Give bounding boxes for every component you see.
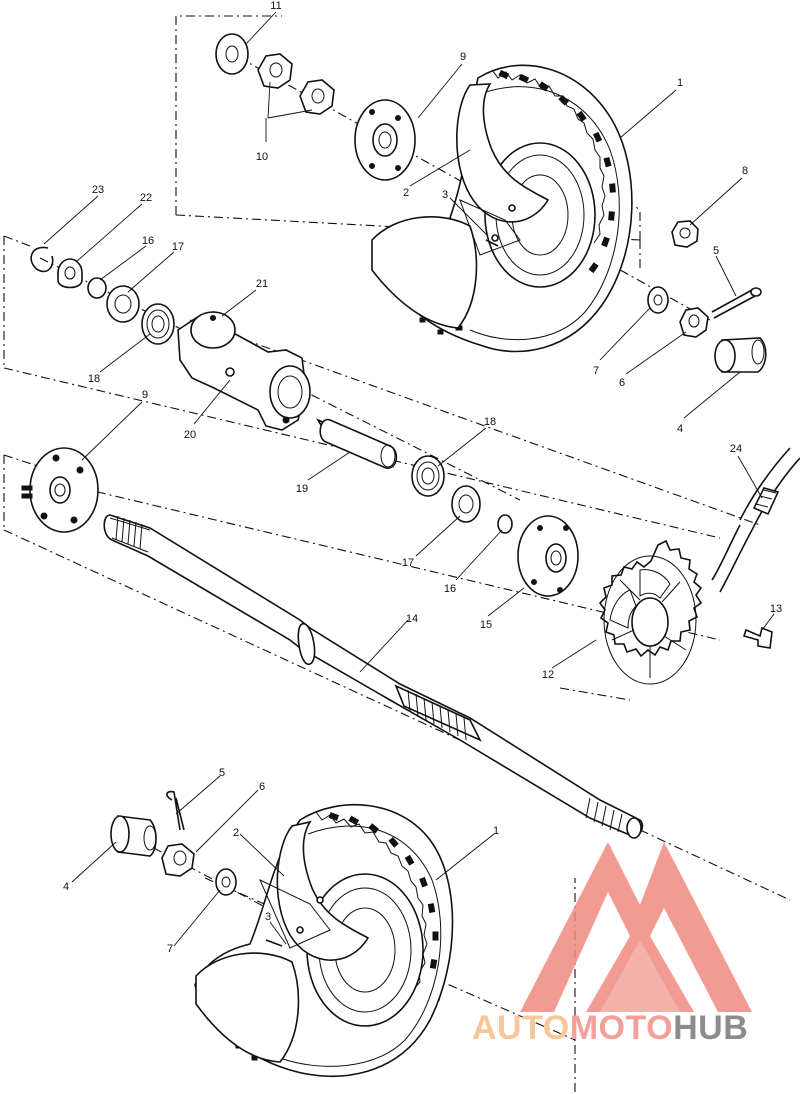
seal-17a: [106, 285, 140, 323]
watermark-word-hub: HUB: [673, 1009, 749, 1047]
axle-14: [103, 514, 644, 839]
sprocket-12: [598, 539, 703, 685]
lower-tire: [194, 803, 454, 1078]
upper-castle-nut-6: [679, 307, 709, 338]
watermark-logo-icon: [520, 842, 752, 1012]
upper-lug-nut-8: [671, 220, 699, 248]
spacer-22: [57, 258, 83, 289]
callout-17-upper: 17: [172, 241, 184, 253]
callout-1-upper: 1: [677, 77, 683, 89]
lower-washer-7: [215, 868, 237, 896]
upper-washer-7: [647, 286, 669, 314]
callout-7-lower: 7: [167, 943, 173, 955]
callout-6-upper: 6: [619, 377, 625, 389]
watermark-word-auto: AUTO: [472, 1009, 570, 1047]
callout-6-lower: 6: [259, 781, 265, 793]
callout-4-lower: 4: [63, 881, 69, 893]
callout-11: 11: [270, 0, 281, 12]
callout-3-lower: 3: [265, 911, 271, 923]
callout-14: 14: [406, 613, 418, 625]
upper-hub-flange-9: [354, 99, 416, 181]
callout-24: 24: [730, 443, 742, 455]
callout-18-lower: 18: [484, 416, 496, 428]
axle-hub-flange-9: [21, 447, 99, 533]
callout-numbers: 11 9 1 10 2 3 8 5 7 6 4 23 22 16 17 21 1…: [63, 0, 782, 955]
callout-9-axle: 9: [142, 389, 148, 401]
callout-3-upper: 3: [442, 189, 448, 201]
drive-chain-24: [711, 447, 800, 593]
callout-21: 21: [256, 278, 268, 290]
lower-castle-nut-6: [161, 843, 195, 877]
bolt-13: [742, 626, 773, 649]
lower-cotter-pin-5: [166, 790, 185, 831]
callout-5-lower: 5: [219, 767, 225, 779]
watermark-text: AUTOMOTOHUB: [472, 1008, 748, 1048]
bearing-18a: [141, 303, 175, 345]
seal-ring-16b: [497, 514, 513, 534]
upper-washer-11: [215, 33, 249, 75]
leader-lines: [43, 11, 775, 947]
callout-18-upper: 18: [88, 373, 100, 385]
lower-hub-cap-4: [110, 815, 157, 857]
callout-9-upper: 9: [460, 51, 466, 63]
callout-7-upper: 7: [593, 365, 599, 377]
callout-23: 23: [92, 184, 104, 196]
sprocket-hub-15: [517, 515, 579, 597]
bearing-18b: [411, 455, 445, 497]
callout-13: 13: [770, 603, 782, 615]
callout-4-upper: 4: [677, 423, 683, 435]
upper-hub-cap-4: [714, 337, 767, 373]
callout-16-lower: 16: [444, 583, 456, 595]
upper-castle-nut-10b: [299, 79, 335, 115]
callout-12: 12: [542, 669, 554, 681]
spacer-tube-19: [316, 418, 398, 469]
callout-8: 8: [742, 165, 748, 177]
callout-20: 20: [184, 429, 196, 441]
callout-17-lower: 17: [402, 557, 414, 569]
watermark-word-moto: MOTO: [569, 1009, 674, 1047]
upper-castle-nut-10a: [257, 53, 293, 89]
callout-2-lower: 2: [233, 827, 239, 839]
callout-2-upper: 2: [403, 187, 409, 199]
seal-17b: [451, 485, 481, 523]
callout-5-upper: 5: [713, 245, 719, 257]
snap-ring-23: [30, 246, 54, 273]
upper-tire: [371, 64, 633, 353]
callout-22: 22: [140, 192, 152, 204]
callout-19: 19: [296, 483, 308, 495]
callout-16-upper: 16: [142, 235, 154, 247]
callout-1-lower: 1: [493, 825, 499, 837]
bearing-housing-21: [177, 311, 311, 431]
callout-10: 10: [256, 151, 268, 163]
callout-15: 15: [480, 619, 492, 631]
seal-ring-16a: [87, 277, 107, 299]
upper-cotter-pin-5: [711, 287, 762, 319]
